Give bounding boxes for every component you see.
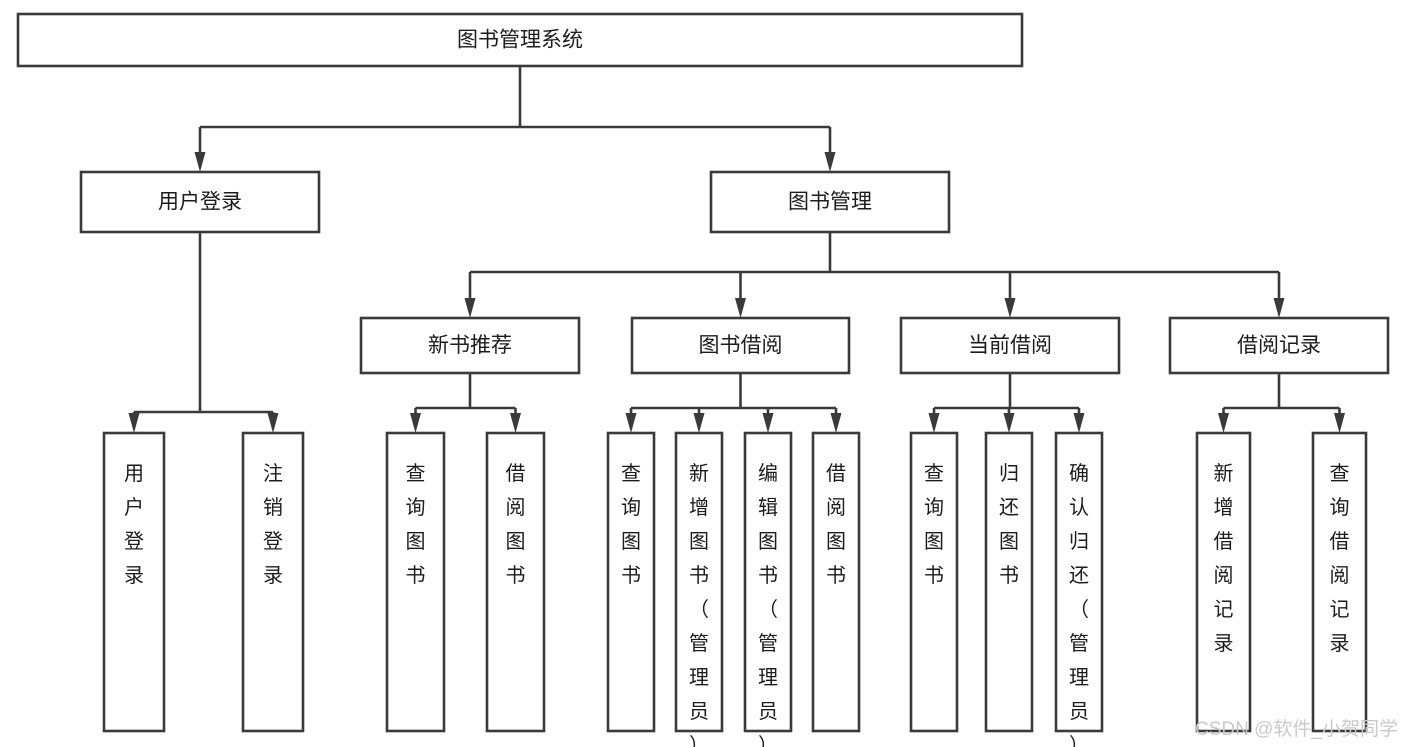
- node-label-new-book-recommend: 新书推荐: [428, 334, 512, 357]
- node-box-new-book-recommend[interactable]: [359, 316, 581, 375]
- node-box-leaf-borrow-borrow-book[interactable]: [811, 431, 861, 733]
- node-label-leaf-current-query-book: 查询图书: [924, 462, 944, 587]
- node-label-leaf-rec-borrow-book: 借阅图书: [506, 462, 526, 587]
- node-box-leaf-rec-query-book[interactable]: [385, 431, 446, 733]
- node-box-leaf-record-add[interactable]: [1195, 431, 1252, 733]
- node-box-root[interactable]: [16, 12, 1024, 68]
- node-book-manage[interactable]: 图书管理: [709, 170, 951, 234]
- node-leaf-user-login[interactable]: 用户登录: [102, 431, 166, 733]
- node-leaf-borrow-borrow-book[interactable]: 借阅图书: [811, 431, 861, 733]
- node-label-borrow-record: 借阅记录: [1237, 334, 1321, 357]
- arrow-head-icon: [762, 413, 774, 433]
- arrow-head-icon: [928, 413, 940, 433]
- arrow-head-icon: [410, 413, 421, 433]
- node-box-user-login[interactable]: [79, 170, 321, 234]
- arrow-head-icon: [194, 152, 206, 172]
- arrow-head-icon: [1003, 413, 1015, 433]
- node-label-leaf-current-confirm-return: 确认归还（管理员）: [1069, 462, 1089, 747]
- node-box-book-manage[interactable]: [709, 170, 951, 234]
- node-new-book-recommend[interactable]: 新书推荐: [359, 316, 581, 375]
- connectors-layer: [128, 66, 1345, 433]
- node-leaf-record-add[interactable]: 新增借阅记录: [1195, 431, 1252, 733]
- arrow-head-icon: [1004, 298, 1016, 318]
- node-label-book-borrow: 图书借阅: [699, 334, 783, 357]
- node-label-leaf-borrow-edit-book: 编辑图书（管理员）: [758, 462, 778, 747]
- node-label-leaf-borrow-add-book: 新增图书（管理员）: [689, 462, 709, 747]
- arrow-head-icon: [267, 413, 279, 433]
- nodes-layer: 图书管理系统用户登录图书管理新书推荐图书借阅当前借阅借阅记录用户登录注销登录查询…: [16, 12, 1390, 747]
- node-book-borrow[interactable]: 图书借阅: [630, 316, 851, 375]
- watermark-label: CSDN @软件_小贺同学: [1195, 718, 1398, 740]
- node-label-leaf-borrow-query-book: 查询图书: [621, 462, 641, 587]
- node-box-leaf-borrow-query-book[interactable]: [606, 431, 656, 733]
- arrow-head-icon: [1273, 298, 1285, 318]
- node-label-current-borrow: 当前借阅: [968, 334, 1052, 357]
- arrow-head-icon: [510, 413, 521, 433]
- node-box-leaf-current-query-book[interactable]: [909, 431, 959, 733]
- node-box-leaf-rec-borrow-book[interactable]: [485, 431, 546, 733]
- node-leaf-borrow-query-book[interactable]: 查询图书: [606, 431, 656, 733]
- node-label-root: 图书管理系统: [457, 29, 583, 52]
- arrow-head-icon: [830, 413, 842, 433]
- arrow-head-icon: [735, 298, 746, 318]
- node-box-current-borrow[interactable]: [899, 316, 1121, 375]
- arrow-head-icon: [1073, 413, 1085, 433]
- arrow-head-icon: [1334, 413, 1345, 433]
- node-leaf-borrow-add-book[interactable]: 新增图书（管理员）: [674, 431, 724, 747]
- arrow-head-icon: [693, 413, 705, 433]
- node-box-leaf-current-confirm-return[interactable]: [1054, 431, 1104, 733]
- node-box-leaf-borrow-edit-book[interactable]: [743, 431, 793, 733]
- node-leaf-borrow-edit-book[interactable]: 编辑图书（管理员）: [743, 431, 793, 747]
- node-box-leaf-record-query[interactable]: [1311, 431, 1368, 733]
- node-leaf-current-return-book[interactable]: 归还图书: [984, 431, 1034, 733]
- arrow-head-icon: [1218, 413, 1229, 433]
- node-label-leaf-logout: 注销登录: [263, 462, 283, 587]
- arrow-head-icon: [824, 152, 836, 172]
- node-label-leaf-user-login: 用户登录: [124, 463, 144, 587]
- node-leaf-record-query[interactable]: 查询借阅记录: [1311, 431, 1368, 733]
- node-root[interactable]: 图书管理系统: [16, 12, 1024, 68]
- arrow-head-icon: [128, 413, 140, 433]
- node-label-leaf-record-query: 查询借阅记录: [1330, 462, 1350, 655]
- node-current-borrow[interactable]: 当前借阅: [899, 316, 1121, 375]
- node-leaf-logout[interactable]: 注销登录: [241, 431, 305, 733]
- node-user-login[interactable]: 用户登录: [79, 170, 321, 234]
- node-box-leaf-logout[interactable]: [241, 431, 305, 733]
- node-box-leaf-current-return-book[interactable]: [984, 431, 1034, 733]
- node-label-leaf-current-return-book: 归还图书: [999, 462, 1019, 587]
- node-label-leaf-borrow-borrow-book: 借阅图书: [826, 462, 846, 587]
- node-box-book-borrow[interactable]: [630, 316, 851, 375]
- arrow-head-icon: [464, 298, 476, 318]
- arrow-head-icon: [625, 413, 637, 433]
- node-leaf-current-confirm-return[interactable]: 确认归还（管理员）: [1054, 431, 1104, 747]
- node-leaf-current-query-book[interactable]: 查询图书: [909, 431, 959, 733]
- node-box-leaf-borrow-add-book[interactable]: [674, 431, 724, 733]
- node-leaf-rec-query-book[interactable]: 查询图书: [385, 431, 446, 733]
- node-label-book-manage: 图书管理: [788, 191, 872, 214]
- node-label-user-login: 用户登录: [158, 191, 242, 214]
- node-label-leaf-record-add: 新增借阅记录: [1214, 462, 1234, 655]
- node-box-borrow-record[interactable]: [1168, 316, 1390, 375]
- node-box-leaf-user-login[interactable]: [102, 431, 166, 733]
- node-label-leaf-rec-query-book: 查询图书: [406, 462, 426, 587]
- node-borrow-record[interactable]: 借阅记录: [1168, 316, 1390, 375]
- node-leaf-rec-borrow-book[interactable]: 借阅图书: [485, 431, 546, 733]
